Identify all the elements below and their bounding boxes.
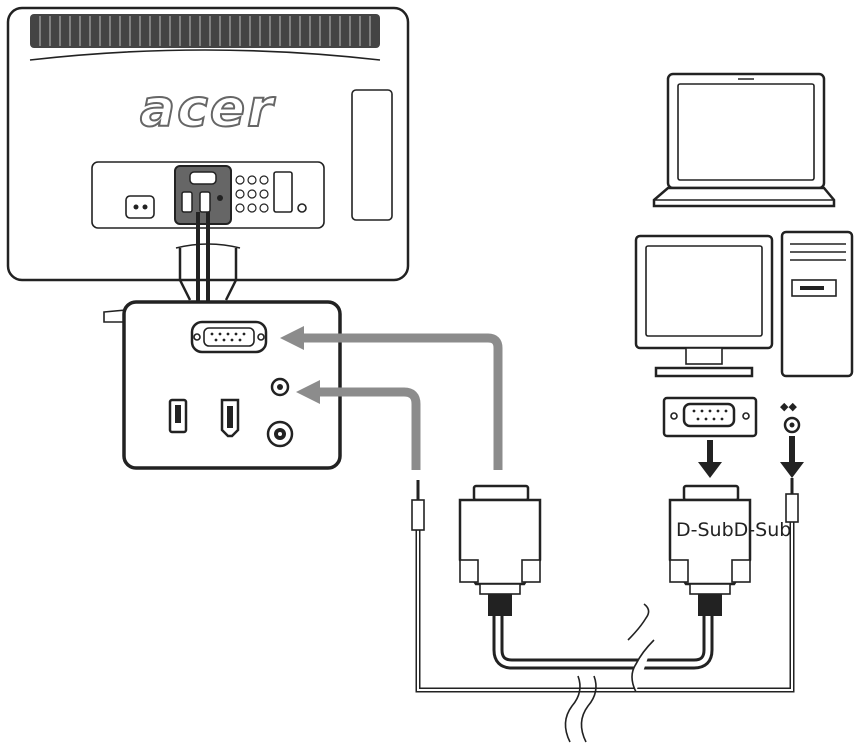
arrow-vga-input bbox=[280, 326, 503, 470]
arrow-down-audio bbox=[780, 436, 804, 478]
brand-logo: acer bbox=[140, 79, 276, 139]
side-panel bbox=[351, 89, 393, 221]
desktop-tower bbox=[780, 230, 854, 378]
enlarged-port-panel bbox=[103, 300, 342, 470]
monitor-back: acer bbox=[6, 6, 410, 306]
audio-in-port-icon bbox=[270, 377, 290, 397]
jack-cluster bbox=[235, 175, 269, 213]
connector-caption: D-SubD-Sub bbox=[676, 519, 791, 541]
cable-break-mark-right bbox=[627, 603, 655, 693]
vga-plug-right bbox=[668, 484, 752, 616]
hdmi-port-icon bbox=[220, 398, 240, 438]
pc-vga-port bbox=[662, 396, 758, 438]
laptop bbox=[652, 72, 836, 208]
svg-text:◆◆: ◆◆ bbox=[780, 400, 797, 413]
arrow-down-vga bbox=[698, 440, 722, 478]
vga-cable bbox=[492, 612, 714, 670]
vga-plug-left bbox=[458, 484, 542, 616]
audio-cable bbox=[411, 478, 799, 693]
cable-break-mark-bottom bbox=[564, 675, 597, 743]
arrow-audio-input bbox=[296, 380, 421, 470]
round-port-icon bbox=[266, 420, 294, 448]
vga-port-icon bbox=[190, 320, 268, 354]
desktop-monitor bbox=[634, 234, 774, 378]
power-socket-icon bbox=[125, 195, 155, 219]
usb-port-icon bbox=[168, 398, 188, 434]
audio-jack-icon: ◆◆ bbox=[780, 400, 801, 434]
